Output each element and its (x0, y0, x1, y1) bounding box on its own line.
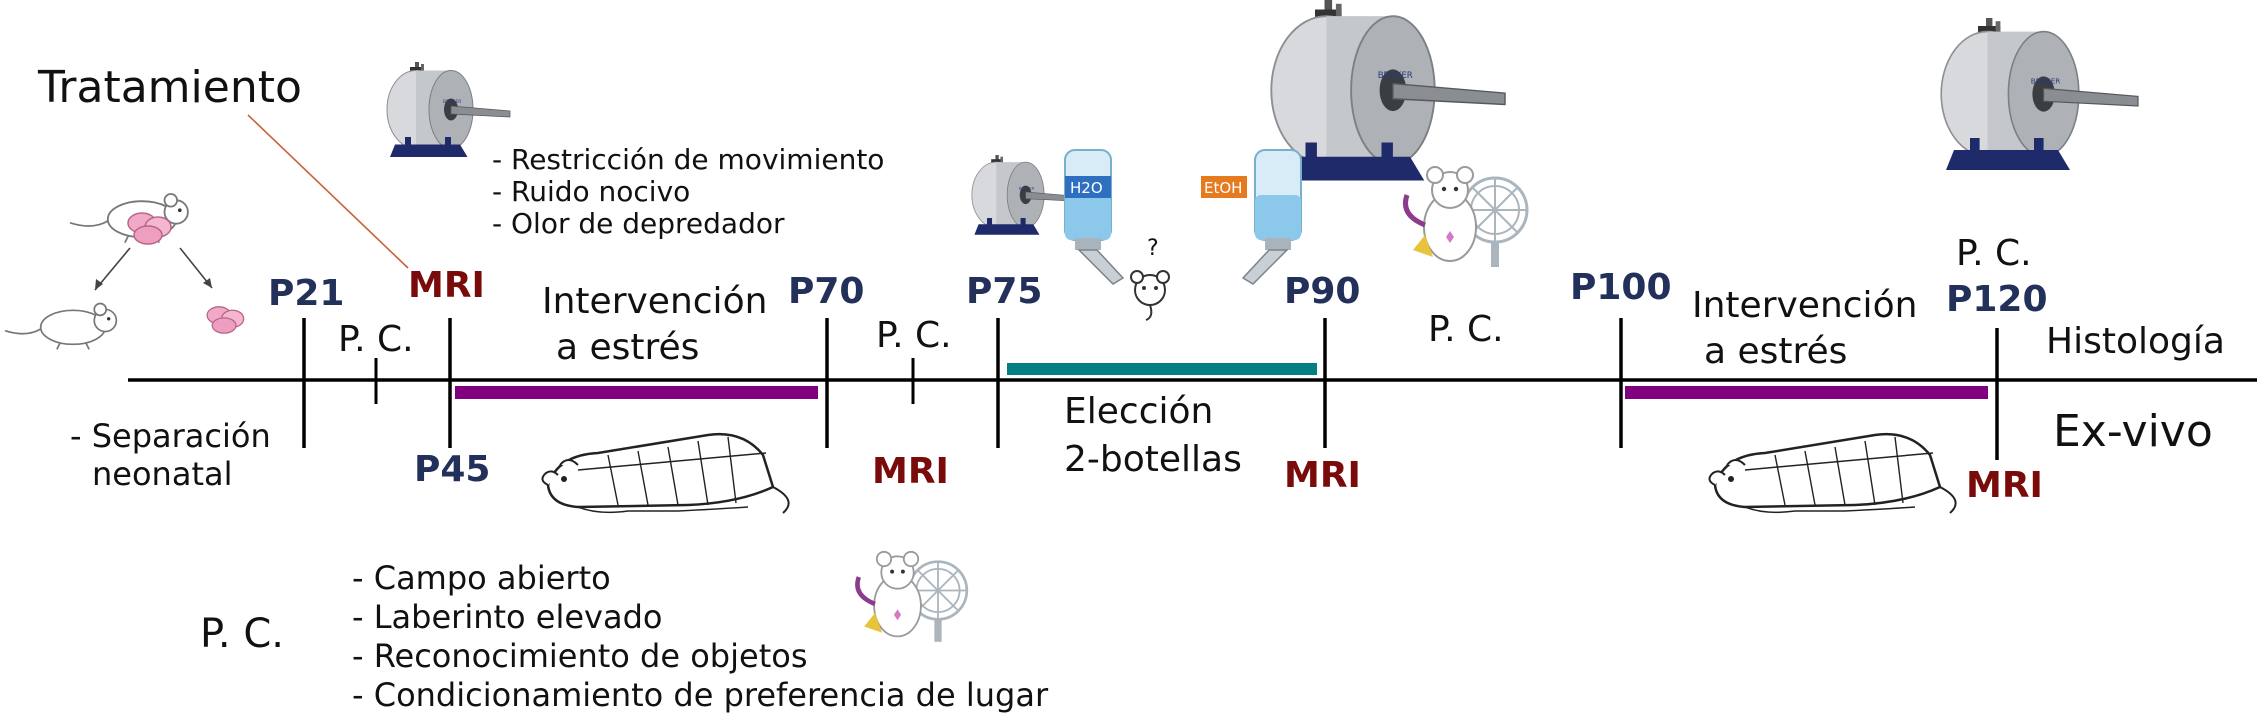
pups-icon (206, 306, 245, 334)
pc-legend-item: - Laberinto elevado (352, 598, 663, 636)
stress-2-line2: a estrés (1704, 331, 1848, 372)
mri-label: MRI (1966, 465, 2043, 506)
mouse-face-icon (1130, 270, 1170, 321)
age-p45: P45 (414, 449, 491, 490)
title-pointer-line (247, 114, 409, 269)
pc-label: P. C. (338, 319, 414, 360)
two-bottle-line1: Elección (1064, 391, 1214, 432)
age-p75: P75 (966, 271, 1043, 312)
mri-label: MRI (872, 451, 949, 492)
pc-legend-item: - Condicionamiento de preferencia de lug… (352, 676, 1049, 714)
age-p21: P21 (268, 273, 345, 314)
mri-scanner-icon (1270, 0, 1506, 182)
stress-bar-1 (455, 386, 818, 399)
water-label-bg (1065, 176, 1111, 198)
ethanol-bottle-icon (1242, 149, 1302, 285)
pc-label: P. C. (1428, 309, 1504, 350)
pc-legend-item: - Reconocimiento de objetos (352, 637, 808, 675)
two-bottle-line2: 2-botellas (1064, 439, 1242, 480)
stress-2-line1: Intervención (1692, 285, 1918, 326)
pups-icon (127, 212, 172, 245)
mri-label: MRI (1284, 455, 1361, 496)
ethanol-label: EtOH (1204, 179, 1243, 197)
stress-1-line2: a estrés (556, 327, 700, 368)
title: Tratamiento (38, 62, 302, 113)
pc-label: P. C. (1956, 233, 2032, 274)
separation-line2: neonatal (92, 455, 233, 493)
age-p120: P120 (1946, 279, 2048, 320)
mouse-with-wheel-icon (1405, 167, 1527, 267)
ethanol-label-bg (1201, 176, 1247, 198)
ex-vivo-label: Ex-vivo (2053, 406, 2213, 457)
pc-legend-item: - Campo abierto (352, 559, 611, 597)
pc-label: P. C. (876, 315, 952, 356)
treatment-item: - Restricción de movimiento (492, 143, 885, 176)
two-bottle-bar (1007, 363, 1317, 375)
mri-scanner-icon (971, 154, 1076, 236)
pc-legend-label: P. C. (200, 611, 284, 657)
age-p70: P70 (788, 271, 865, 312)
rat-restraint-icon (541, 432, 790, 515)
separation-line1: - Separación (70, 417, 271, 455)
treatment-item: - Olor de depredador (492, 207, 785, 240)
age-p100: P100 (1570, 267, 1672, 308)
treatment-list: - Restricción de movimiento - Ruido noci… (492, 146, 884, 242)
histology-label: Histología (2046, 321, 2225, 362)
mri-scanner-icon (1940, 17, 2139, 171)
age-p90: P90 (1284, 271, 1361, 312)
mouse-icon (4, 302, 118, 351)
pc-legend-list: - Campo abierto - Laberinto elevado - Re… (352, 562, 1048, 718)
rat-restraint-icon (1708, 432, 1957, 515)
stress-1-line1: Intervención (542, 281, 768, 322)
question-mark: ? (1147, 236, 1159, 261)
water-bottle-icon (1064, 149, 1124, 285)
stress-bar-2 (1625, 386, 1988, 399)
water-label: H2O (1070, 179, 1103, 197)
mri-label: MRI (408, 265, 485, 306)
treatment-item: - Ruido nocivo (492, 175, 691, 208)
